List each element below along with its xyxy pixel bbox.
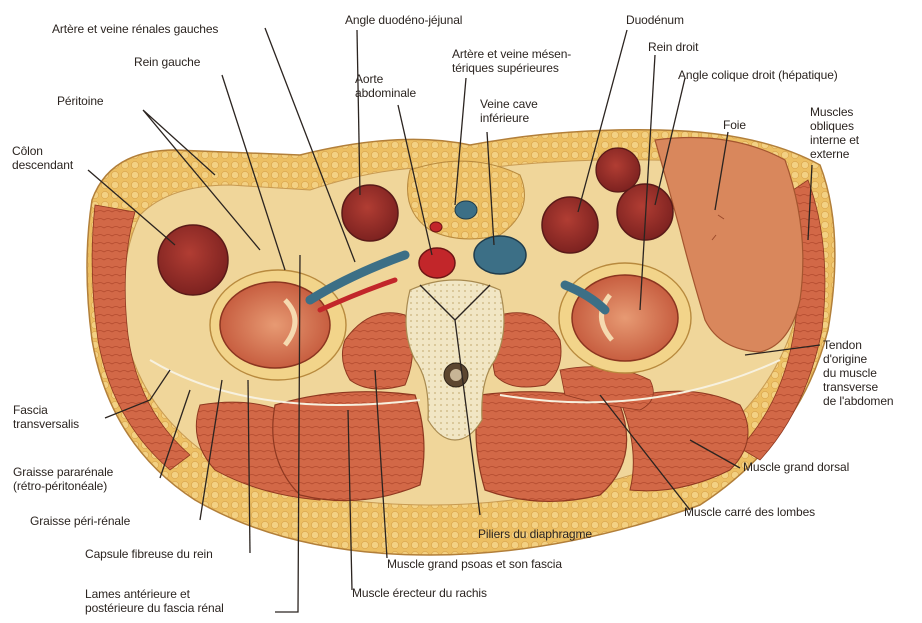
label-veine-cave-inferieure: Veine cave inférieure bbox=[480, 97, 538, 125]
duodenum bbox=[542, 197, 598, 253]
muscle-erecteur-rachis-right bbox=[476, 392, 627, 502]
label-aorte-abdominale: Aorte abdominale bbox=[355, 72, 416, 100]
descending-colon bbox=[158, 225, 228, 295]
inferior-vena-cava bbox=[474, 236, 526, 274]
duodenojejunal-flexure bbox=[342, 185, 398, 241]
label-arteres-veines-mesenteriques: Artère et veine mésen- tériques supérieu… bbox=[452, 47, 571, 75]
spinal-canal bbox=[450, 369, 462, 381]
label-graisse-pararenale: Graisse pararénale (rétro-péritonéale) bbox=[13, 465, 113, 493]
label-graisse-perirenale: Graisse péri-rénale bbox=[30, 514, 130, 528]
label-angle-duodeno-jejunal: Angle duodéno-jéjunal bbox=[345, 13, 462, 27]
superior-mesenteric-artery bbox=[430, 222, 442, 232]
label-duodenum: Duodénum bbox=[626, 13, 684, 27]
label-muscle-grand-dorsal: Muscle grand dorsal bbox=[743, 460, 849, 474]
label-foie: Foie bbox=[723, 118, 746, 132]
aorta bbox=[419, 248, 455, 278]
label-rein-droit: Rein droit bbox=[648, 40, 698, 54]
label-capsule-fibreuse: Capsule fibreuse du rein bbox=[85, 547, 213, 561]
label-lames-fascia-renal: Lames antérieure et postérieure du fasci… bbox=[85, 587, 224, 615]
label-peritoine: Péritoine bbox=[57, 94, 103, 108]
label-fascia-transversalis: Fascia transversalis bbox=[13, 403, 79, 431]
kidney-right bbox=[572, 275, 678, 361]
label-rein-gauche: Rein gauche bbox=[134, 55, 200, 69]
label-muscle-grand-psoas: Muscle grand psoas et son fascia bbox=[387, 557, 562, 571]
label-muscles-obliques: Muscles obliques interne et externe bbox=[810, 105, 859, 161]
bowel-loop-upper bbox=[596, 148, 640, 192]
label-angle-colique-droit: Angle colique droit (hépatique) bbox=[678, 68, 838, 82]
label-muscle-erecteur-rachis: Muscle érecteur du rachis bbox=[352, 586, 487, 600]
label-piliers-diaphragme: Piliers du diaphragme bbox=[478, 527, 592, 541]
label-arteres-veines-renales-gauches: Artère et veine rénales gauches bbox=[52, 22, 218, 36]
label-colon-descendant: Côlon descendant bbox=[12, 144, 73, 172]
label-muscle-carre-lombes: Muscle carré des lombes bbox=[684, 505, 815, 519]
superior-mesenteric-vein bbox=[455, 201, 477, 219]
label-tendon-origine: Tendon d'origine du muscle transverse de… bbox=[823, 338, 893, 408]
